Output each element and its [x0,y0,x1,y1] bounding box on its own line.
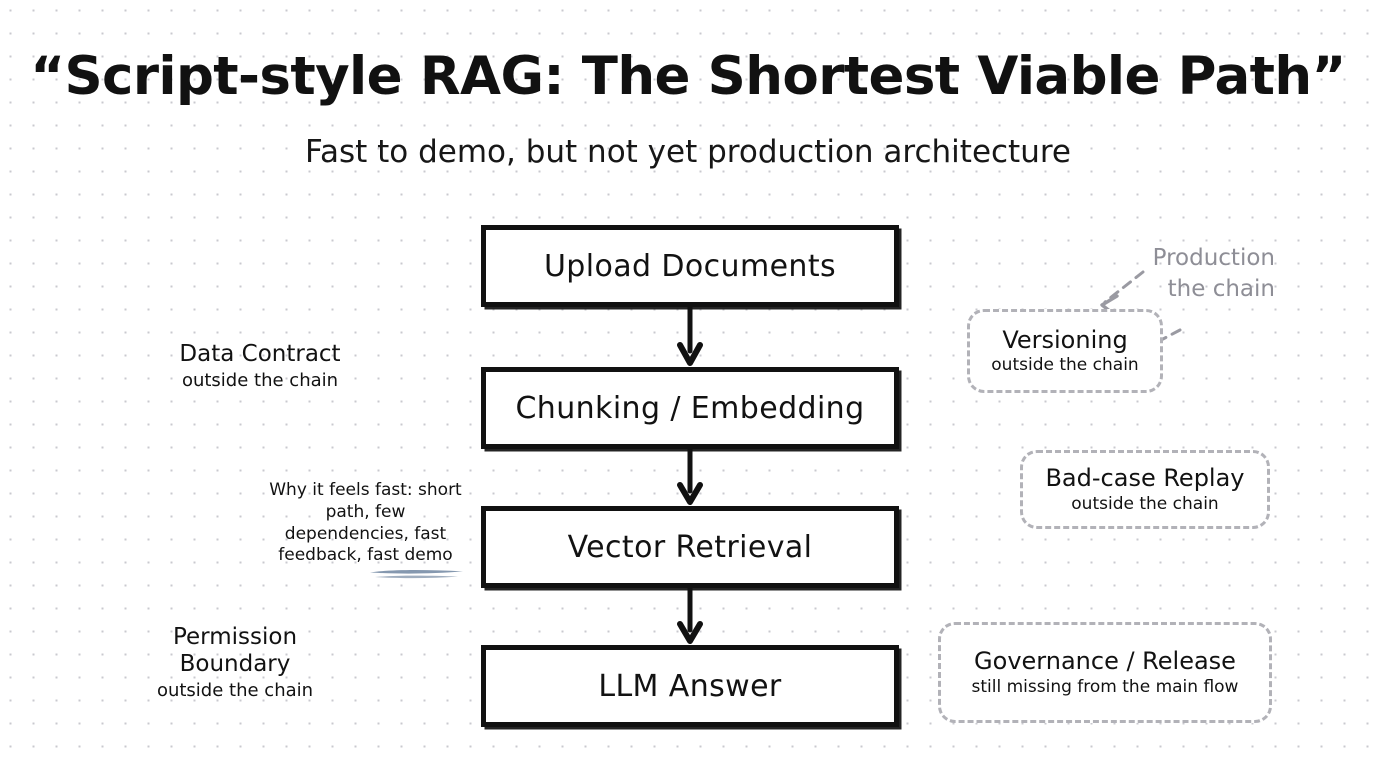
note-data-contract-head: Data Contract [179,341,341,367]
down-arrow-icon [677,307,703,366]
down-arrow-icon [677,588,703,644]
page-subtitle: Fast to demo, but not yet production arc… [304,134,1071,170]
note-data-contract: Data Contract outside the chain [128,341,392,392]
down-arrow-icon [677,449,703,505]
note-permission-boundary-head: Permission Boundary [172,624,298,677]
flow-node-label: Chunking / Embedding [515,390,865,426]
ghost-node-sub: outside the chain [991,355,1139,376]
production-chain-label-line2: the chain [1167,276,1275,303]
ghost-node-sub: outside the chain [1071,493,1219,514]
flow-node-chunking-embedding[interactable]: Chunking / Embedding [481,367,899,449]
production-chain-label: Production the chain [1060,243,1275,305]
ghost-node-bad-case-replay[interactable]: Bad-case Replay outside the chain [1020,450,1270,529]
ghost-node-governance-release[interactable]: Governance / Release still missing from … [938,622,1272,723]
ghost-node-head: Versioning [1002,325,1128,354]
note-data-contract-sub: outside the chain [181,369,339,391]
ghost-node-versioning[interactable]: Versioning outside the chain [967,309,1163,393]
flow-node-label: Vector Retrieval [567,529,813,565]
ghost-node-head: Bad-case Replay [1045,464,1245,493]
note-why-it-feels-fast: Why it feels fast: short path, few depen… [269,480,462,566]
note-permission-boundary-sub: outside the chain [156,679,314,701]
flow-node-label: Upload Documents [543,248,837,284]
ghost-node-head: Governance / Release [974,647,1236,676]
note-permission-boundary: Permission Boundary outside the chain [130,624,340,701]
flow-node-llm-answer[interactable]: LLM Answer [481,645,899,727]
production-chain-label-line1: Production [1152,245,1275,271]
flow-node-vector-retrieval[interactable]: Vector Retrieval [481,506,899,588]
ghost-node-sub: still missing from the main flow [971,676,1239,697]
brush-underline-icon [370,570,463,579]
flow-node-label: LLM Answer [598,668,782,704]
page-title: “Script-style RAG: The Shortest Viable P… [30,46,1346,107]
flow-node-upload-documents[interactable]: Upload Documents [481,225,899,307]
